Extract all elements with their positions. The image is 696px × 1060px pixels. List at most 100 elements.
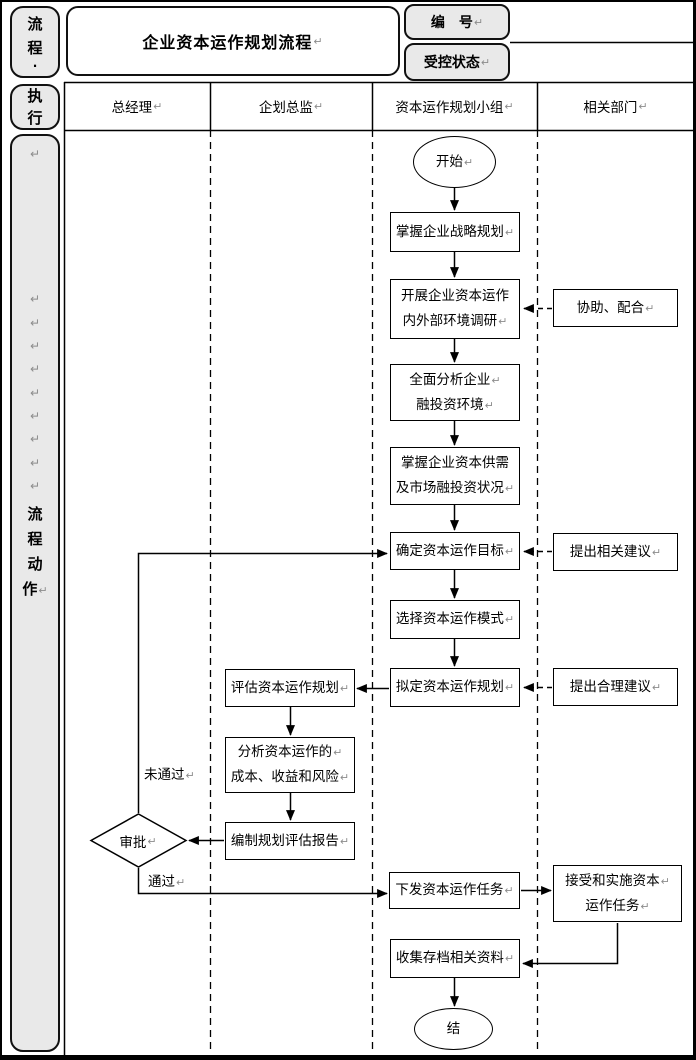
start-label: 开始 bbox=[435, 153, 463, 170]
controlled-status-box: 受控状态↵ bbox=[404, 43, 510, 81]
process-label-dot: · bbox=[32, 59, 38, 73]
pilcrow-mark: ↵ bbox=[463, 155, 474, 169]
node-label: 运作任务 bbox=[585, 897, 640, 914]
node-grasp-strategy: 掌握企业战略规划↵ bbox=[390, 212, 520, 252]
lane-header-label: 资本运作规划小组 bbox=[395, 100, 504, 116]
node-label: 开展企业资本运作 bbox=[401, 288, 509, 304]
end-label: 结 bbox=[446, 1020, 461, 1037]
pilcrow-mark: ↵ bbox=[313, 34, 324, 48]
start-node: 开始↵ bbox=[413, 136, 496, 188]
flowchart-title-box: 企业资本运作规划流程↵ bbox=[66, 6, 400, 76]
paragraph-mark: ↵ bbox=[30, 292, 41, 306]
node-label: 确定资本运作目标 bbox=[395, 542, 504, 559]
end-node: 结 bbox=[414, 1008, 493, 1050]
pilcrow-mark: ↵ bbox=[473, 15, 484, 29]
node-label: 审批 bbox=[119, 835, 147, 851]
pilcrow-mark: ↵ bbox=[504, 884, 514, 897]
pilcrow-mark: ↵ bbox=[660, 874, 670, 888]
branch-label-text: 通过 bbox=[148, 874, 175, 890]
node-suggest-related: 提出相关建议↵ bbox=[553, 533, 678, 571]
process-label-char: 程 bbox=[27, 39, 43, 57]
node-issue-task: 下发资本运作任务↵ bbox=[389, 872, 520, 909]
branch-label-pass: 通过↵ bbox=[148, 870, 185, 890]
node-label: 掌握企业战略规划 bbox=[395, 223, 504, 240]
node-set-goal: 确定资本运作目标↵ bbox=[390, 532, 520, 570]
page-title: 企业资本运作规划流程 bbox=[142, 33, 313, 52]
number-label: 编 号 bbox=[430, 15, 473, 31]
pilcrow-mark: ↵ bbox=[640, 899, 650, 913]
pilcrow-mark: ↵ bbox=[38, 584, 48, 597]
lane-header-related-departments: 相关部门↵ bbox=[537, 82, 693, 130]
lane-header-label: 企划总监 bbox=[258, 100, 313, 116]
node-label: 及市场融投资状况 bbox=[395, 480, 504, 496]
number-label-box: 编 号↵ bbox=[404, 4, 510, 40]
pilcrow-mark: ↵ bbox=[484, 398, 494, 412]
node-label: 提出合理建议 bbox=[569, 678, 651, 695]
pilcrow-mark: ↵ bbox=[339, 681, 350, 695]
node-label: 评估资本运作规划 bbox=[230, 679, 339, 696]
node-analyze-environment: 全面分析企业↵ 融投资环境↵ bbox=[390, 364, 520, 421]
pilcrow-mark: ↵ bbox=[339, 771, 350, 784]
paragraph-mark: ↵ bbox=[30, 479, 41, 493]
node-draft-plan: 拟定资本运作规划↵ bbox=[390, 668, 520, 707]
node-report: 编制规划评估报告↵ bbox=[225, 822, 355, 860]
action-row-label-cell bbox=[10, 134, 60, 1052]
executor-label-char: 执 bbox=[27, 87, 43, 105]
approval-diamond bbox=[89, 813, 188, 868]
paragraph-mark: ↵ bbox=[30, 339, 41, 353]
lane-header-capital-team: 资本运作规划小组↵ bbox=[372, 82, 537, 130]
approval-label: 审批↵ bbox=[98, 830, 178, 852]
node-label: 编制规划评估报告 bbox=[230, 832, 339, 849]
paragraph-mark: ↵ bbox=[30, 362, 41, 376]
node-label: 收集存档相关资料 bbox=[395, 950, 504, 966]
node-label: 融投资环境 bbox=[416, 396, 484, 413]
pilcrow-mark: ↵ bbox=[498, 315, 508, 328]
pilcrow-mark: ↵ bbox=[480, 55, 491, 69]
process-row-label-cell: 流 程 · bbox=[10, 6, 60, 78]
node-analyze-cost: 分析资本运作的↵ 成本、收益和风险↵ bbox=[225, 737, 355, 793]
action-label-char: 流 bbox=[27, 505, 43, 523]
paragraph-mark: ↵ bbox=[30, 409, 41, 423]
pilcrow-mark: ↵ bbox=[504, 544, 515, 558]
pilcrow-mark: ↵ bbox=[333, 746, 343, 759]
pilcrow-mark: ↵ bbox=[491, 373, 501, 387]
controlled-status-label: 受控状态 bbox=[423, 55, 480, 71]
pilcrow-mark: ↵ bbox=[147, 834, 157, 848]
action-label-char: 作 bbox=[22, 580, 38, 598]
node-label: 提出相关建议 bbox=[569, 543, 651, 560]
node-label: 内外部环境调研 bbox=[402, 313, 498, 329]
node-assist: 协助、配合↵ bbox=[553, 289, 678, 327]
paragraph-mark: ↵ bbox=[30, 147, 41, 161]
process-label-char: 流 bbox=[27, 15, 43, 33]
executor-row-label-cell: 执 行 bbox=[10, 84, 60, 130]
pilcrow-mark: ↵ bbox=[339, 834, 350, 848]
node-choose-mode: 选择资本运作模式↵ bbox=[390, 600, 520, 639]
executor-label-char: 行 bbox=[27, 109, 43, 127]
node-evaluate-plan: 评估资本运作规划↵ bbox=[225, 669, 355, 707]
lane-header-planning-director: 企划总监↵ bbox=[210, 82, 372, 130]
paragraph-mark: ↵ bbox=[30, 432, 41, 446]
lane-header-label: 总经理 bbox=[111, 100, 153, 116]
pilcrow-mark: ↵ bbox=[176, 876, 186, 889]
branch-label-fail: 未通过↵ bbox=[144, 763, 195, 783]
node-supply-demand: 掌握企业资本供需 及市场融投资状况↵ bbox=[390, 447, 520, 505]
pilcrow-mark: ↵ bbox=[313, 99, 324, 113]
pilcrow-mark: ↵ bbox=[504, 952, 515, 965]
node-suggest-reasonable: 提出合理建议↵ bbox=[553, 668, 678, 706]
action-row-label: 流 程 动 作↵ bbox=[10, 502, 60, 603]
pilcrow-mark: ↵ bbox=[153, 99, 163, 113]
pilcrow-mark: ↵ bbox=[638, 99, 648, 113]
node-label: 掌握企业资本供需 bbox=[401, 455, 509, 471]
pilcrow-mark: ↵ bbox=[645, 301, 655, 315]
pilcrow-mark: ↵ bbox=[504, 482, 515, 495]
lane-header-general-manager: 总经理↵ bbox=[64, 82, 210, 130]
pilcrow-mark: ↵ bbox=[504, 99, 514, 113]
node-label: 成本、收益和风险 bbox=[230, 769, 339, 785]
paragraph-mark: ↵ bbox=[30, 316, 41, 330]
lane-header-label: 相关部门 bbox=[583, 100, 638, 116]
action-label-char: 程 bbox=[27, 530, 43, 548]
node-label: 拟定资本运作规划 bbox=[395, 679, 504, 695]
branch-label-text: 未通过 bbox=[144, 767, 185, 783]
